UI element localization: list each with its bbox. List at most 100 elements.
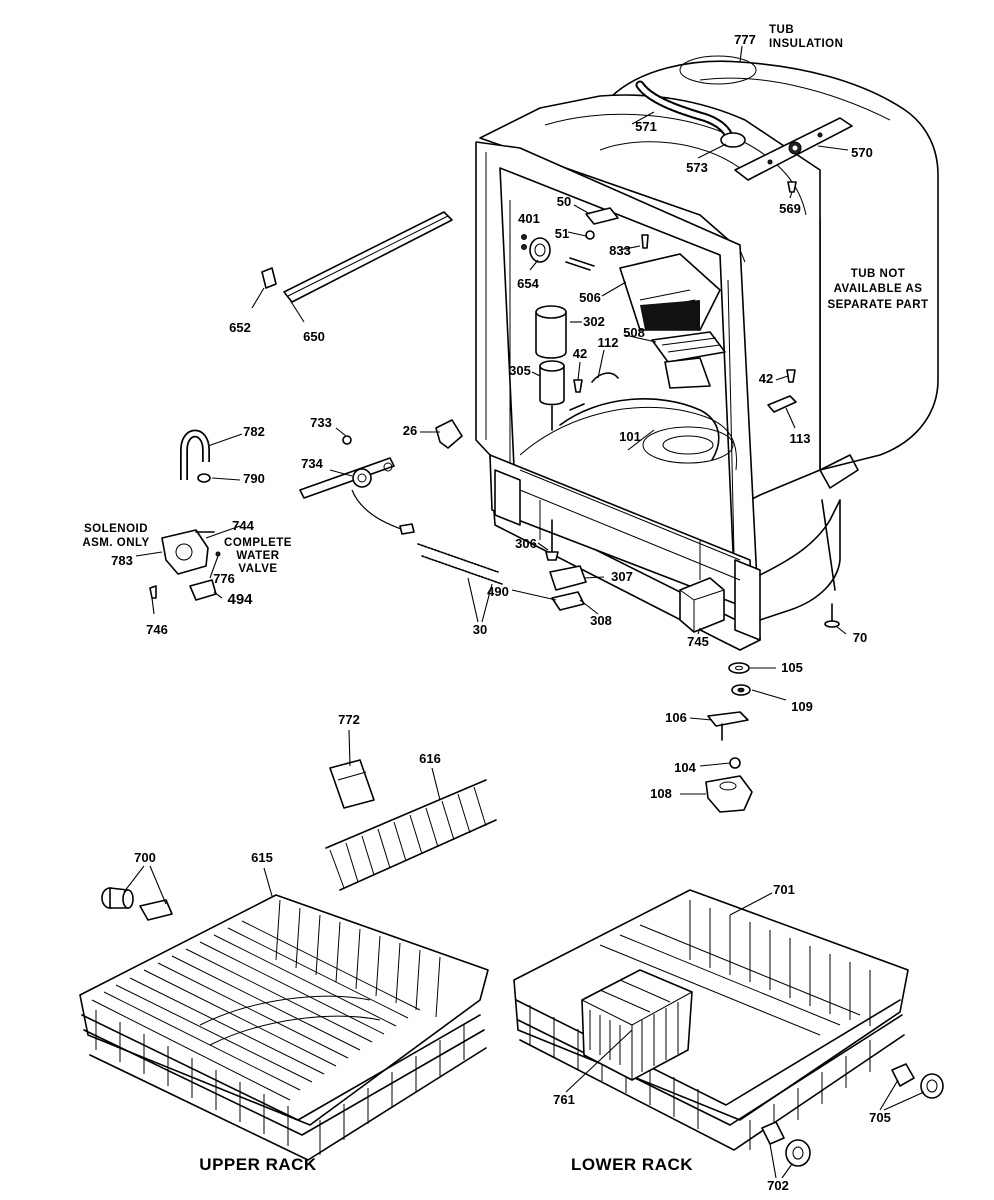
label-494: 494	[227, 591, 253, 608]
screws-42	[573, 369, 796, 393]
label-26: 26	[403, 423, 417, 438]
part-652-clip	[261, 267, 277, 289]
part-307-bracket	[549, 565, 587, 611]
label-42-right: 42	[759, 371, 773, 386]
part-101-tube	[559, 398, 720, 461]
svg-text:TUB NOT: TUB NOT	[851, 268, 906, 280]
label-112: 112	[598, 335, 619, 350]
label-777: 777	[734, 32, 756, 47]
label-570: 570	[851, 145, 873, 160]
label-772: 772	[338, 712, 360, 727]
label-701: 701	[773, 882, 795, 897]
svg-text:COMPLETE: COMPLETE	[224, 537, 292, 549]
label-783: 783	[111, 553, 133, 568]
label-571: 571	[635, 119, 657, 134]
part-302-cylinder	[535, 305, 567, 359]
part-705-rollers	[891, 1063, 944, 1099]
label-401: 401	[518, 211, 540, 226]
tub-assembly	[475, 55, 939, 651]
part-654-fitting	[529, 237, 595, 271]
label-700: 700	[134, 850, 156, 865]
label-302: 302	[583, 314, 605, 329]
clips-112-113	[569, 372, 797, 413]
part-790-ring	[197, 473, 211, 483]
label-30: 30	[473, 622, 487, 637]
label-745: 745	[687, 634, 709, 649]
note-solenoid: SOLENOID ASM. ONLY	[82, 523, 149, 549]
part-700-rollers	[101, 887, 173, 921]
label-650: 650	[303, 329, 325, 344]
part-506-shield	[619, 253, 721, 331]
label-506: 506	[579, 290, 601, 305]
screws-upper	[521, 230, 649, 250]
label-508: 508	[623, 325, 645, 340]
label-616: 616	[419, 751, 441, 766]
label-308: 308	[590, 613, 612, 628]
part-745-box	[679, 577, 725, 633]
label-702: 702	[767, 1178, 789, 1193]
label-569: 569	[779, 201, 801, 216]
label-306: 306	[515, 536, 537, 551]
part-508-basket	[651, 331, 726, 389]
label-733: 733	[310, 415, 332, 430]
upper-rack-caption: UPPER RACK	[199, 1155, 317, 1174]
part-306-screw	[545, 519, 559, 561]
svg-text:WATER: WATER	[236, 550, 279, 562]
label-776: 776	[213, 571, 235, 586]
label-307: 307	[611, 569, 633, 584]
part-305-cylinder	[539, 360, 565, 431]
svg-text:AVAILABLE AS: AVAILABLE AS	[834, 283, 923, 295]
svg-text:SEPARATE PART: SEPARATE PART	[827, 299, 928, 311]
label-305: 305	[509, 363, 531, 378]
part-650-rail	[283, 211, 453, 303]
label-761: 761	[553, 1092, 575, 1107]
part-571-hose	[635, 80, 746, 148]
upper-rack	[79, 894, 489, 1161]
part-761-silverware-basket	[581, 969, 693, 1081]
label-108: 108	[650, 786, 672, 801]
lower-rack-caption: LOWER RACK	[571, 1155, 693, 1174]
label-113: 113	[790, 431, 811, 446]
label-833: 833	[609, 243, 631, 258]
label-790: 790	[243, 471, 265, 486]
part-30-springs	[417, 543, 503, 585]
label-42-upper: 42	[573, 346, 587, 361]
label-70: 70	[853, 630, 867, 645]
label-104: 104	[674, 760, 696, 775]
part-702-rollers	[761, 1121, 811, 1167]
water-valve-assembly	[149, 529, 221, 601]
svg-text:INSULATION: INSULATION	[769, 38, 843, 50]
part-782-hose	[180, 429, 210, 480]
label-573: 573	[686, 160, 708, 175]
part-772-clip	[329, 759, 375, 809]
svg-text:SOLENOID: SOLENOID	[84, 523, 148, 535]
label-50: 50	[557, 194, 571, 209]
note-complete-valve: COMPLETE WATER VALVE	[224, 537, 292, 575]
note-tub-not-available: TUB NOT AVAILABLE AS SEPARATE PART	[827, 268, 928, 311]
part-50-bracket	[585, 207, 619, 225]
washer-parts	[705, 662, 753, 813]
label-105: 105	[781, 660, 803, 675]
part-570-wash-arm	[734, 117, 853, 181]
label-782: 782	[243, 424, 265, 439]
label-654: 654	[517, 276, 539, 291]
part-26-latch	[435, 419, 463, 449]
part-number-labels: 777 571 573 570 569 50 401 51 833 654 50…	[111, 32, 891, 1193]
leader-lines	[123, 45, 925, 1179]
lower-rack	[513, 889, 909, 1151]
part-569-bolt	[787, 181, 797, 193]
svg-text:VALVE: VALVE	[238, 563, 277, 575]
label-746: 746	[146, 622, 168, 637]
label-101: 101	[619, 429, 641, 444]
part-734-hinge	[299, 435, 415, 535]
label-106: 106	[665, 710, 687, 725]
note-tub-insulation: TUB INSULATION	[769, 24, 843, 50]
label-615: 615	[251, 850, 273, 865]
label-744: 744	[232, 518, 254, 533]
part-70-foot	[824, 603, 840, 628]
label-652: 652	[229, 320, 251, 335]
svg-text:TUB: TUB	[769, 24, 794, 36]
label-734: 734	[301, 456, 323, 471]
label-490: 490	[487, 584, 509, 599]
